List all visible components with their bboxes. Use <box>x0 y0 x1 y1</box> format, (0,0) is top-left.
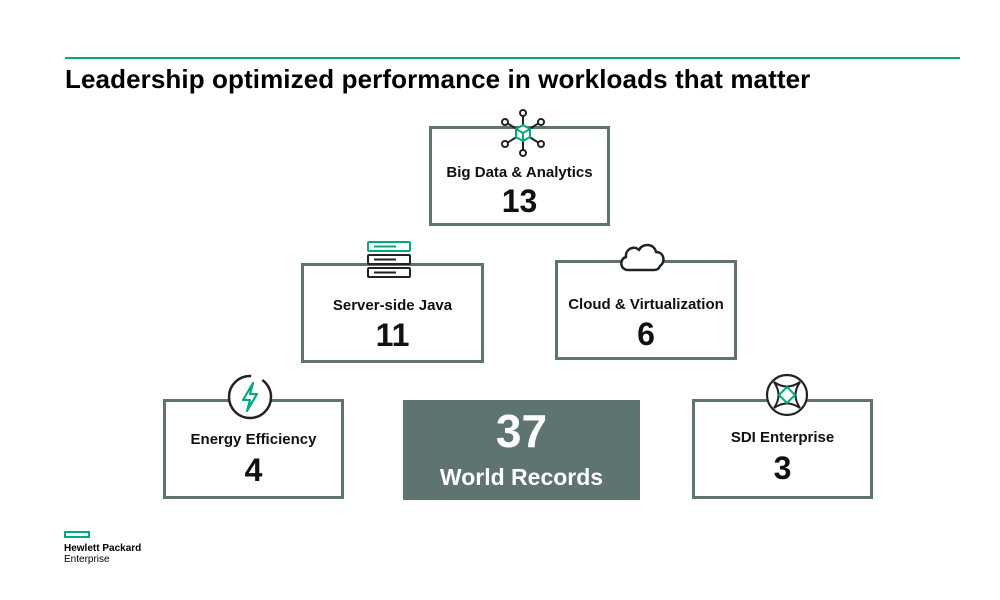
category-label: SDI Enterprise <box>730 429 835 446</box>
category-value: 4 <box>244 452 263 488</box>
category-label: Big Data & Analytics <box>446 164 593 181</box>
category-value: 3 <box>773 450 792 486</box>
lightning-bolt-icon <box>227 374 273 420</box>
category-label: Cloud & Virtualization <box>568 296 724 313</box>
category-box-big-data: Big Data & Analytics 13 <box>429 126 610 226</box>
category-value: 6 <box>637 316 655 352</box>
category-label: Server-side Java <box>332 297 453 314</box>
logo-line1: Hewlett Packard <box>64 543 142 554</box>
software-defined-icon <box>765 373 809 417</box>
category-box-cloud: Cloud & Virtualization 6 <box>555 260 737 360</box>
hpe-logo-bar <box>64 531 90 538</box>
logo-line2: Enterprise <box>64 554 110 565</box>
total-records-box: 37 World Records <box>403 400 640 500</box>
total-label: World Records <box>439 464 604 490</box>
server-stack-icon <box>367 241 411 278</box>
cloud-icon <box>620 243 665 272</box>
hpe-logo: Hewlett Packard Enterprise <box>64 531 141 565</box>
total-value: 37 <box>495 405 548 457</box>
page-title: Leadership optimized performance in work… <box>65 64 811 94</box>
category-value: 11 <box>375 317 410 353</box>
category-label: Energy Efficiency <box>190 431 317 448</box>
category-value: 13 <box>501 183 538 219</box>
network-cube-icon <box>501 109 545 157</box>
title-divider <box>65 57 960 59</box>
